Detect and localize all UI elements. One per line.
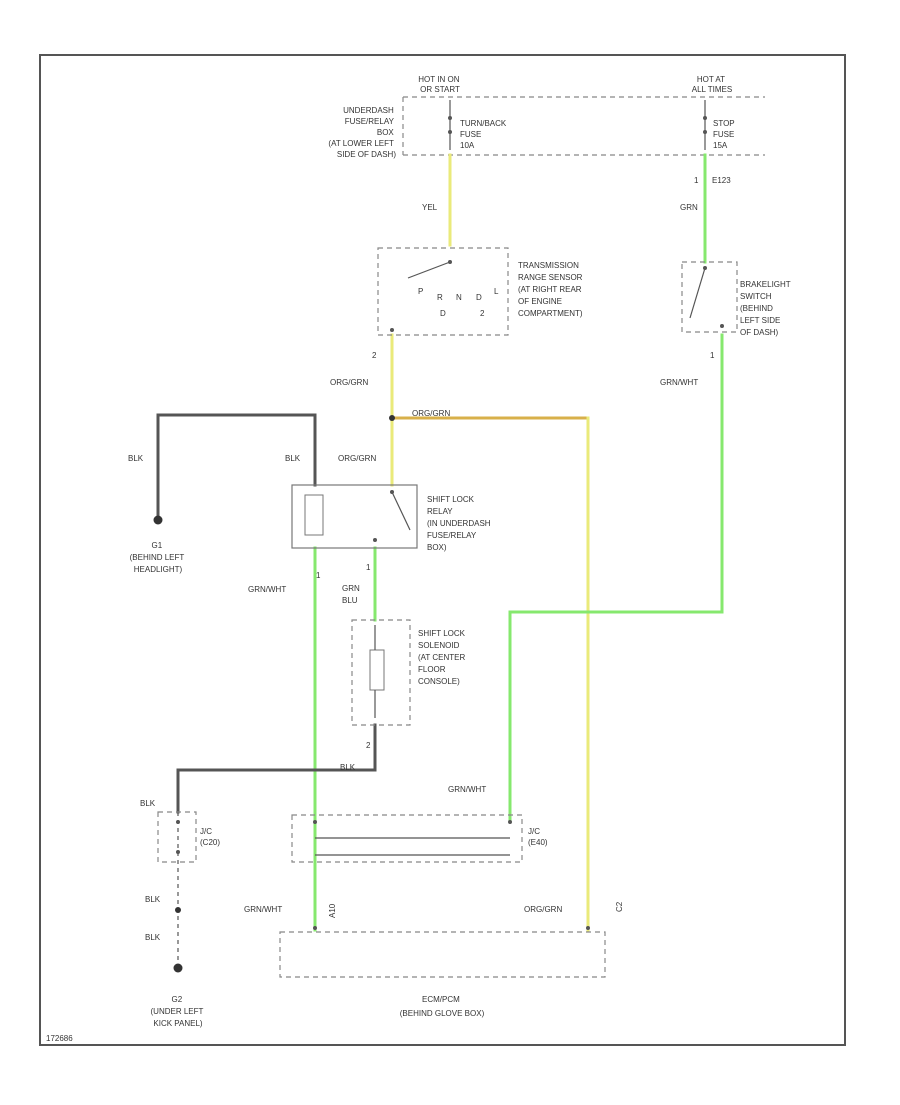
pin-brake-out: 1 xyxy=(710,351,715,360)
ecm-label: ECM/PCM (BEHIND GLOVE BOX) xyxy=(400,995,485,1018)
g2-label: G2 (UNDER LEFT KICK PANEL) xyxy=(151,995,206,1028)
ground-icon xyxy=(173,963,183,973)
jc-left-label: J/C (C20) xyxy=(200,827,220,847)
trs-label: TRANSMISSION RANGE SENSOR (AT RIGHT REAR… xyxy=(518,261,585,318)
brake-switch-label: BRAKELIGHT SWITCH (BEHIND LEFT SIDE OF D… xyxy=(740,280,793,337)
diagram-border xyxy=(39,54,846,1046)
transmission-range-sensor: P R N D L D 2 TRANSMISSION RANGE SENSOR … xyxy=(377,247,585,336)
pin-ecm-right: C2 xyxy=(615,901,624,912)
trs-positions: P R N D L D 2 xyxy=(418,287,500,318)
trs-housing xyxy=(377,247,509,336)
relay-label: SHIFT LOCK RELAY (IN UNDERDASH FUSE/RELA… xyxy=(427,495,493,552)
stop-fuse-terminal xyxy=(703,116,707,120)
wire-blk-solenoid xyxy=(176,723,377,814)
wire-label-blk-jc: BLK xyxy=(140,799,156,808)
stop-fuse-label: STOP FUSE 15A xyxy=(713,119,737,150)
ecm-terminal xyxy=(313,926,317,930)
solenoid-housing xyxy=(351,619,411,726)
pin-trs-out: 2 xyxy=(372,351,377,360)
fuse-box: UNDERDASH FUSE/RELAY BOX (AT LOWER LEFT … xyxy=(328,75,765,159)
shift-lock-solenoid: SHIFT LOCK SOLENOID (AT CENTER FLOOR CON… xyxy=(351,619,468,726)
relay-terminal xyxy=(373,538,377,542)
trs-contact-arm xyxy=(407,261,451,279)
wire-label-yel: YEL xyxy=(422,203,438,212)
wire-label-blk-relay: BLK xyxy=(285,454,301,463)
relay-housing xyxy=(291,484,418,549)
brake-switch-terminal xyxy=(703,266,707,270)
brake-switch-contact xyxy=(689,267,706,319)
ground-icon xyxy=(153,515,163,525)
jc-right-terminal xyxy=(508,820,512,824)
jc-left-terminal xyxy=(176,850,180,854)
wire-label-grn-wht-relay: GRN/WHT xyxy=(248,585,286,594)
wire-label-org-grn-ecm: ORG/GRN xyxy=(524,905,562,914)
brakelight-switch: BRAKELIGHT SWITCH (BEHIND LEFT SIDE OF D… xyxy=(681,261,793,337)
splice-dot xyxy=(175,907,181,913)
junction-connector-left: J/C (C20) xyxy=(157,811,220,863)
trs-pivot xyxy=(448,260,452,264)
ground-g2: G2 (UNDER LEFT KICK PANEL) xyxy=(151,907,206,1028)
jc-right-label: J/C (E40) xyxy=(528,827,548,847)
figure-id: 172686 xyxy=(46,1034,73,1043)
solenoid-label: SHIFT LOCK SOLENOID (AT CENTER FLOOR CON… xyxy=(418,629,468,686)
turn-fuse-label: TURN/BACK FUSE 10A xyxy=(460,119,508,150)
pin-labels: 1 E123 1 2 1 1 2 A10 C2 xyxy=(316,176,731,918)
wire-label-grn-blu: GRN BLU xyxy=(342,584,362,605)
wire-labels: YEL GRN ORG/GRN ORG/GRN ORG/GRN GRN/WHT … xyxy=(128,203,698,942)
hot-at-all-times-label: HOT AT ALL TIMES xyxy=(692,75,732,94)
wire-label-blk-solenoid: BLK xyxy=(340,763,356,772)
wire-label-blk-g1: BLK xyxy=(128,454,144,463)
solenoid-coil xyxy=(369,649,385,691)
pin-solenoid-out: 2 xyxy=(366,741,371,750)
wire-label-grn: GRN xyxy=(680,203,698,212)
wire-label-blk-g2-b: BLK xyxy=(145,933,161,942)
jc-right-terminal xyxy=(313,820,317,824)
pin-stop-connector: E123 xyxy=(712,176,731,185)
trs-output-terminal xyxy=(390,328,394,332)
splice-dot xyxy=(389,415,395,421)
relay-contact xyxy=(391,491,411,531)
g1-label: G1 (BEHIND LEFT HEADLIGHT) xyxy=(130,541,187,574)
jc-right-housing xyxy=(291,814,523,863)
fuse-box-label: UNDERDASH FUSE/RELAY BOX (AT LOWER LEFT … xyxy=(328,106,396,159)
wire-grn-wht-brake xyxy=(508,333,724,822)
wire-label-org-grn-relay: ORG/GRN xyxy=(338,454,376,463)
ecm-terminal xyxy=(586,926,590,930)
hot-in-on-label: HOT IN ON OR START xyxy=(418,75,461,94)
wire-label-blk-g2-a: BLK xyxy=(145,895,161,904)
ground-g1: G1 (BEHIND LEFT HEADLIGHT) xyxy=(130,515,187,574)
pin-stop: 1 xyxy=(694,176,699,185)
relay-coil xyxy=(304,494,324,536)
ecm-pcm: ECM/PCM (BEHIND GLOVE BOX) xyxy=(279,926,606,1018)
brake-switch-housing xyxy=(681,261,738,333)
ecm-housing xyxy=(279,931,606,978)
junction-connector-right: J/C (E40) xyxy=(291,814,548,863)
turn-fuse-terminal xyxy=(448,130,452,134)
wire-label-org-grn-branch: ORG/GRN xyxy=(412,409,450,418)
turn-fuse-terminal xyxy=(448,116,452,120)
wire-label-org-grn: ORG/GRN xyxy=(330,378,368,387)
stop-fuse-terminal xyxy=(703,130,707,134)
wire-label-grn-wht-jc: GRN/WHT xyxy=(448,785,486,794)
jc-left-terminal xyxy=(176,820,180,824)
pin-solenoid-in: 1 xyxy=(366,563,371,572)
pin-relay-out: 1 xyxy=(316,571,321,580)
jc-left-housing xyxy=(157,811,197,863)
relay-terminal xyxy=(390,490,394,494)
wire-label-grn-wht-brake: GRN/WHT xyxy=(660,378,698,387)
wire-label-grn-wht-ecm: GRN/WHT xyxy=(244,905,282,914)
brake-switch-terminal xyxy=(720,324,724,328)
pin-ecm-left: A10 xyxy=(328,903,337,918)
shift-lock-relay: SHIFT LOCK RELAY (IN UNDERDASH FUSE/RELA… xyxy=(291,484,493,552)
wire-blk-g1 xyxy=(156,413,317,522)
